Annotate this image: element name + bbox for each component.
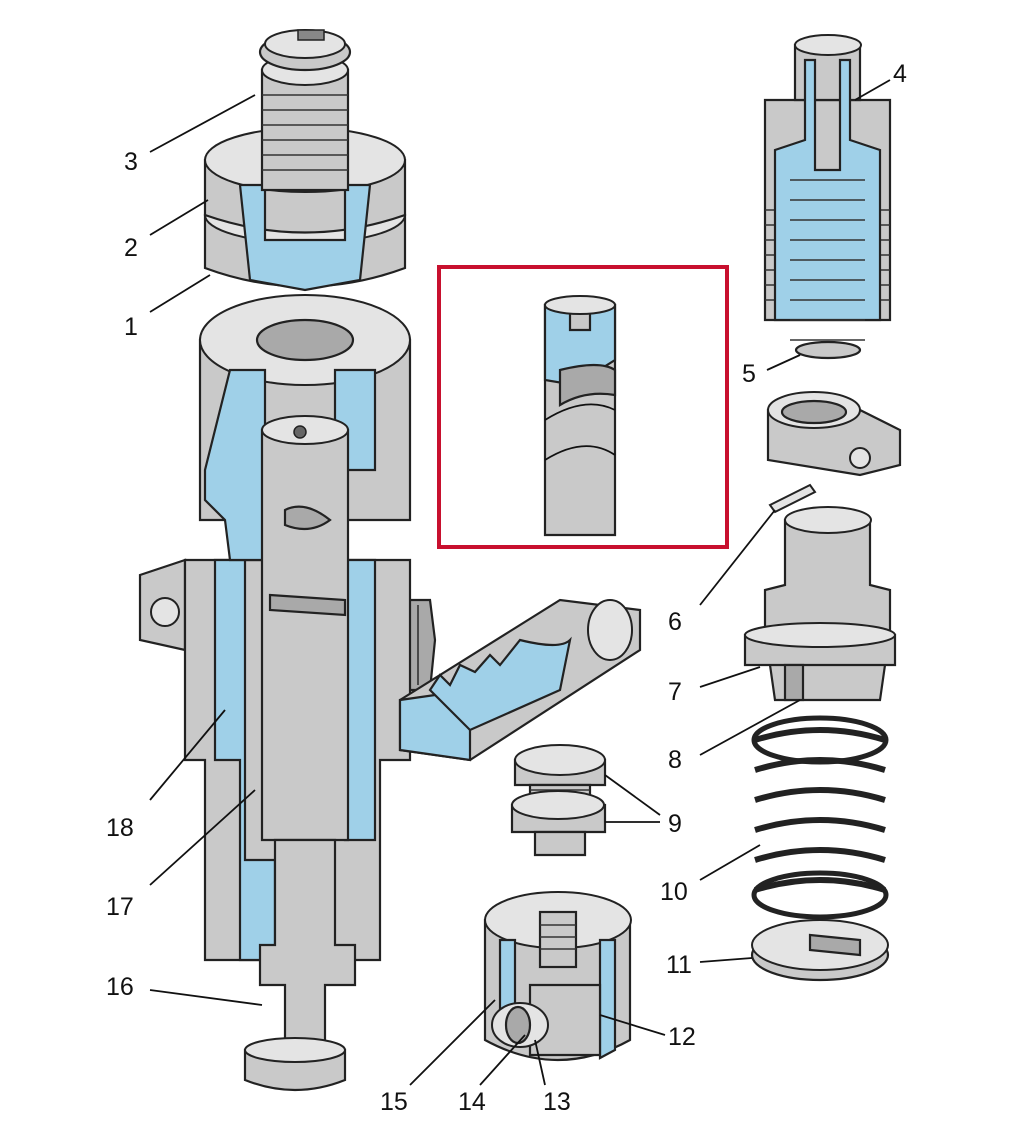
- leader-3: [149, 94, 256, 153]
- spring-seat-washer: [750, 919, 890, 982]
- leader-7: [699, 666, 761, 688]
- tappet-roller-assembly: [483, 891, 632, 1061]
- leader-13: [534, 1039, 546, 1086]
- valve-spring-holder: [763, 34, 892, 360]
- leader-9a: [604, 774, 661, 816]
- leader-11: [699, 957, 753, 963]
- callout-17: 17: [106, 893, 134, 921]
- callout-9: 9: [668, 810, 682, 838]
- callout-6: 6: [668, 608, 682, 636]
- callout-16: 16: [106, 973, 134, 1001]
- control-sleeve-clamp: [766, 391, 902, 477]
- callout-3: 3: [124, 148, 138, 176]
- callout-13: 13: [543, 1088, 571, 1116]
- callout-1: 1: [124, 313, 138, 341]
- leader-12: [599, 1014, 666, 1036]
- pump-barrel-assembly: [138, 294, 437, 1092]
- leader-2: [149, 199, 209, 236]
- callout-18: 18: [106, 814, 134, 842]
- callout-2: 2: [124, 234, 138, 262]
- leader-5: [766, 354, 801, 371]
- callout-7: 7: [668, 678, 682, 706]
- callout-12: 12: [668, 1023, 696, 1051]
- leader-15: [409, 999, 496, 1086]
- callout-14: 14: [458, 1088, 486, 1116]
- callout-11: 11: [666, 951, 692, 979]
- leader-4: [854, 79, 891, 101]
- leader-10: [699, 844, 761, 881]
- callout-4: 4: [893, 60, 907, 88]
- callout-10: 10: [660, 878, 688, 906]
- callout-8: 8: [668, 746, 682, 774]
- section-cut-holder: [238, 183, 372, 292]
- leader-lines: [149, 79, 891, 1086]
- leader-14: [479, 1034, 526, 1086]
- bolts-pair: [510, 744, 607, 857]
- callout-5: 5: [742, 360, 756, 388]
- leader-8: [699, 699, 801, 756]
- plunger-helix-inset: [437, 265, 729, 549]
- plunger-spring: [751, 715, 889, 920]
- callout-15: 15: [380, 1088, 408, 1116]
- delivery-valve-holder-assembly: [203, 29, 407, 292]
- leader-16: [149, 989, 263, 1006]
- leader-6: [699, 509, 776, 606]
- leader-18: [149, 709, 226, 801]
- leader-1: [149, 274, 211, 313]
- leader-17: [149, 789, 256, 886]
- control-rack: [398, 598, 642, 762]
- control-sleeve: [743, 483, 897, 702]
